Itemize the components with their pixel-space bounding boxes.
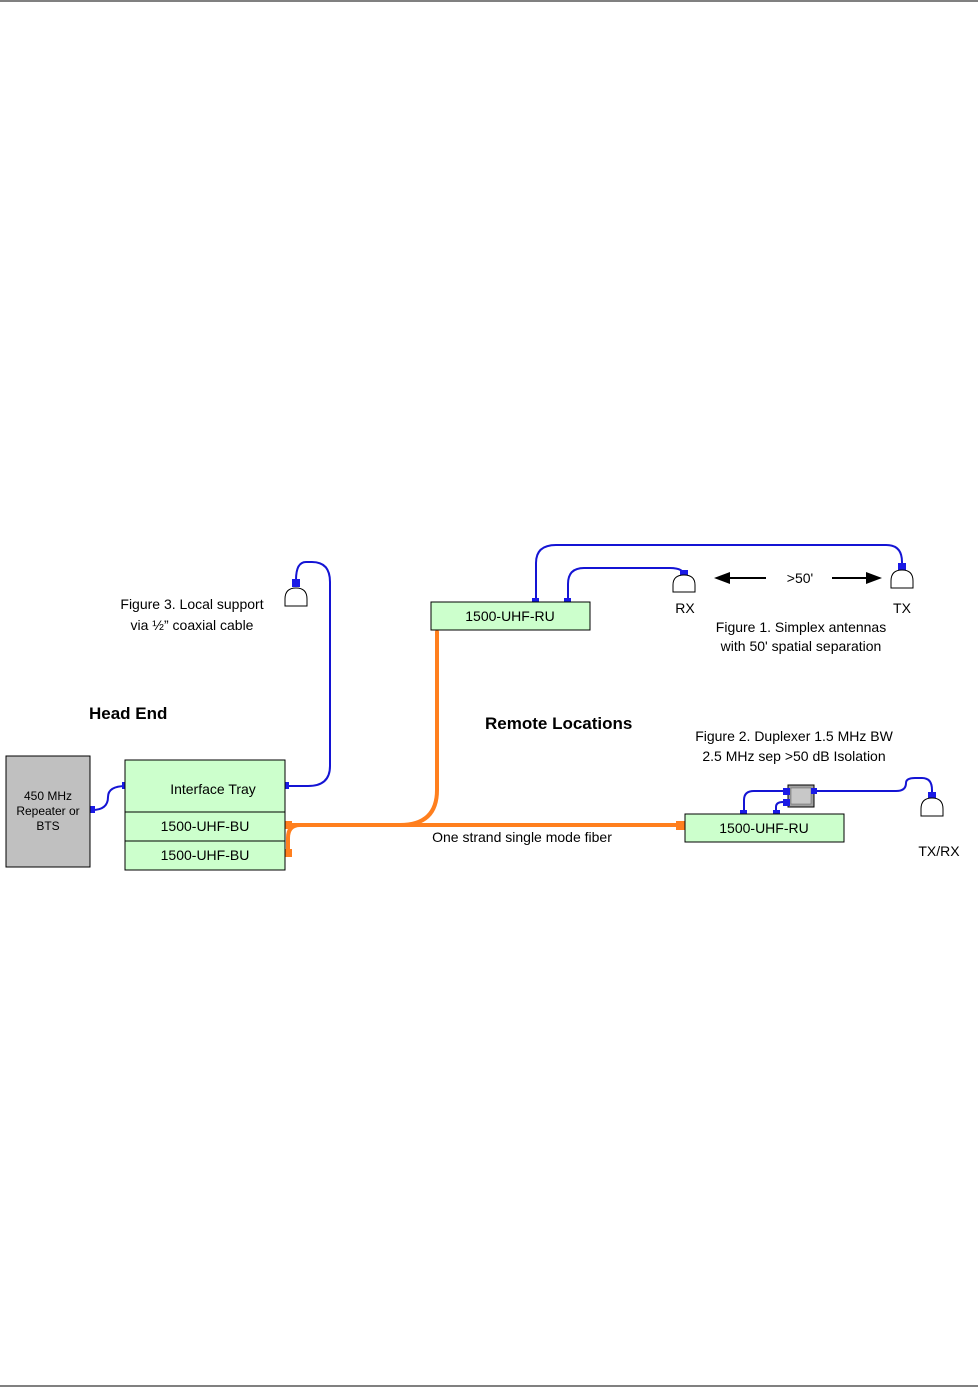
coax-ru-to-tx [535,544,903,602]
coax-group [91,544,933,815]
bu-box-2 [124,840,286,871]
interface-tray-box [124,759,286,813]
fiber-port-ru [676,821,685,830]
port-ru-bottom-a [740,810,747,816]
txrx-label: TX/RX [918,843,960,859]
repeater-label-line2: Repeater or [16,804,79,818]
repeater-label-line1: 450 MHz [24,789,72,803]
port-ru-top-b [564,598,571,604]
ru-box-bottom [684,813,845,843]
head-end-title: Head End [89,704,167,723]
duplexer-icon [783,784,817,808]
figure3-caption-line2: via ½” coaxial cable [131,617,254,633]
antenna-icon [672,570,696,593]
antenna-icon [920,792,944,817]
repeater-box [5,755,91,868]
figure1-caption-line2: with 50' spatial separation [720,638,882,654]
arrow-icon [832,572,882,584]
fiber-branch-to-top-ru [398,630,439,827]
coax-ru-to-rx [567,567,685,602]
repeater-label-line3: BTS [36,819,59,833]
arrow-icon [714,572,766,584]
rx-label: RX [675,600,695,616]
fiber-label: One strand single mode fiber [432,829,612,845]
fiber-group [286,630,684,857]
bu-box-1 [124,811,286,842]
antenna-icon [890,563,914,589]
port-ru-top-a [532,598,539,604]
figure1-caption-line1: Figure 1. Simplex antennas [716,619,886,635]
figure2-caption-line2: 2.5 MHz sep >50 dB Isolation [702,748,885,764]
ru-top-label: 1500-UHF-RU [465,608,554,624]
figure2-caption-line1: Figure 2. Duplexer 1.5 MHz BW [695,728,893,744]
ru-bottom-label: 1500-UHF-RU [719,820,808,836]
ru-box-top [430,601,591,631]
fiber-second-bu [286,823,302,857]
fiber-port-bu1 [285,821,292,829]
coax-tray-to-fig3-antenna [287,561,331,787]
bu-label-2: 1500-UHF-BU [161,847,250,863]
coax-ru2-to-duplexer-a [743,790,786,815]
fiber-port-bu2 [285,849,292,857]
tx-label: TX [893,600,912,616]
coax-repeater-to-tray [91,785,127,811]
antenna-icon [284,579,308,607]
coax-ru2-to-duplexer-b [775,801,786,815]
remote-locations-title: Remote Locations [485,714,632,733]
port-repeater-out [88,806,95,813]
coax-duplexer-to-txrx [813,777,933,796]
port-ru-bottom-b [773,810,780,816]
interface-tray-label: Interface Tray [170,781,256,797]
separation-label: >50' [787,570,813,586]
bu-label-1: 1500-UHF-BU [161,818,250,834]
figure3-caption-line1: Figure 3. Local support [120,596,263,612]
